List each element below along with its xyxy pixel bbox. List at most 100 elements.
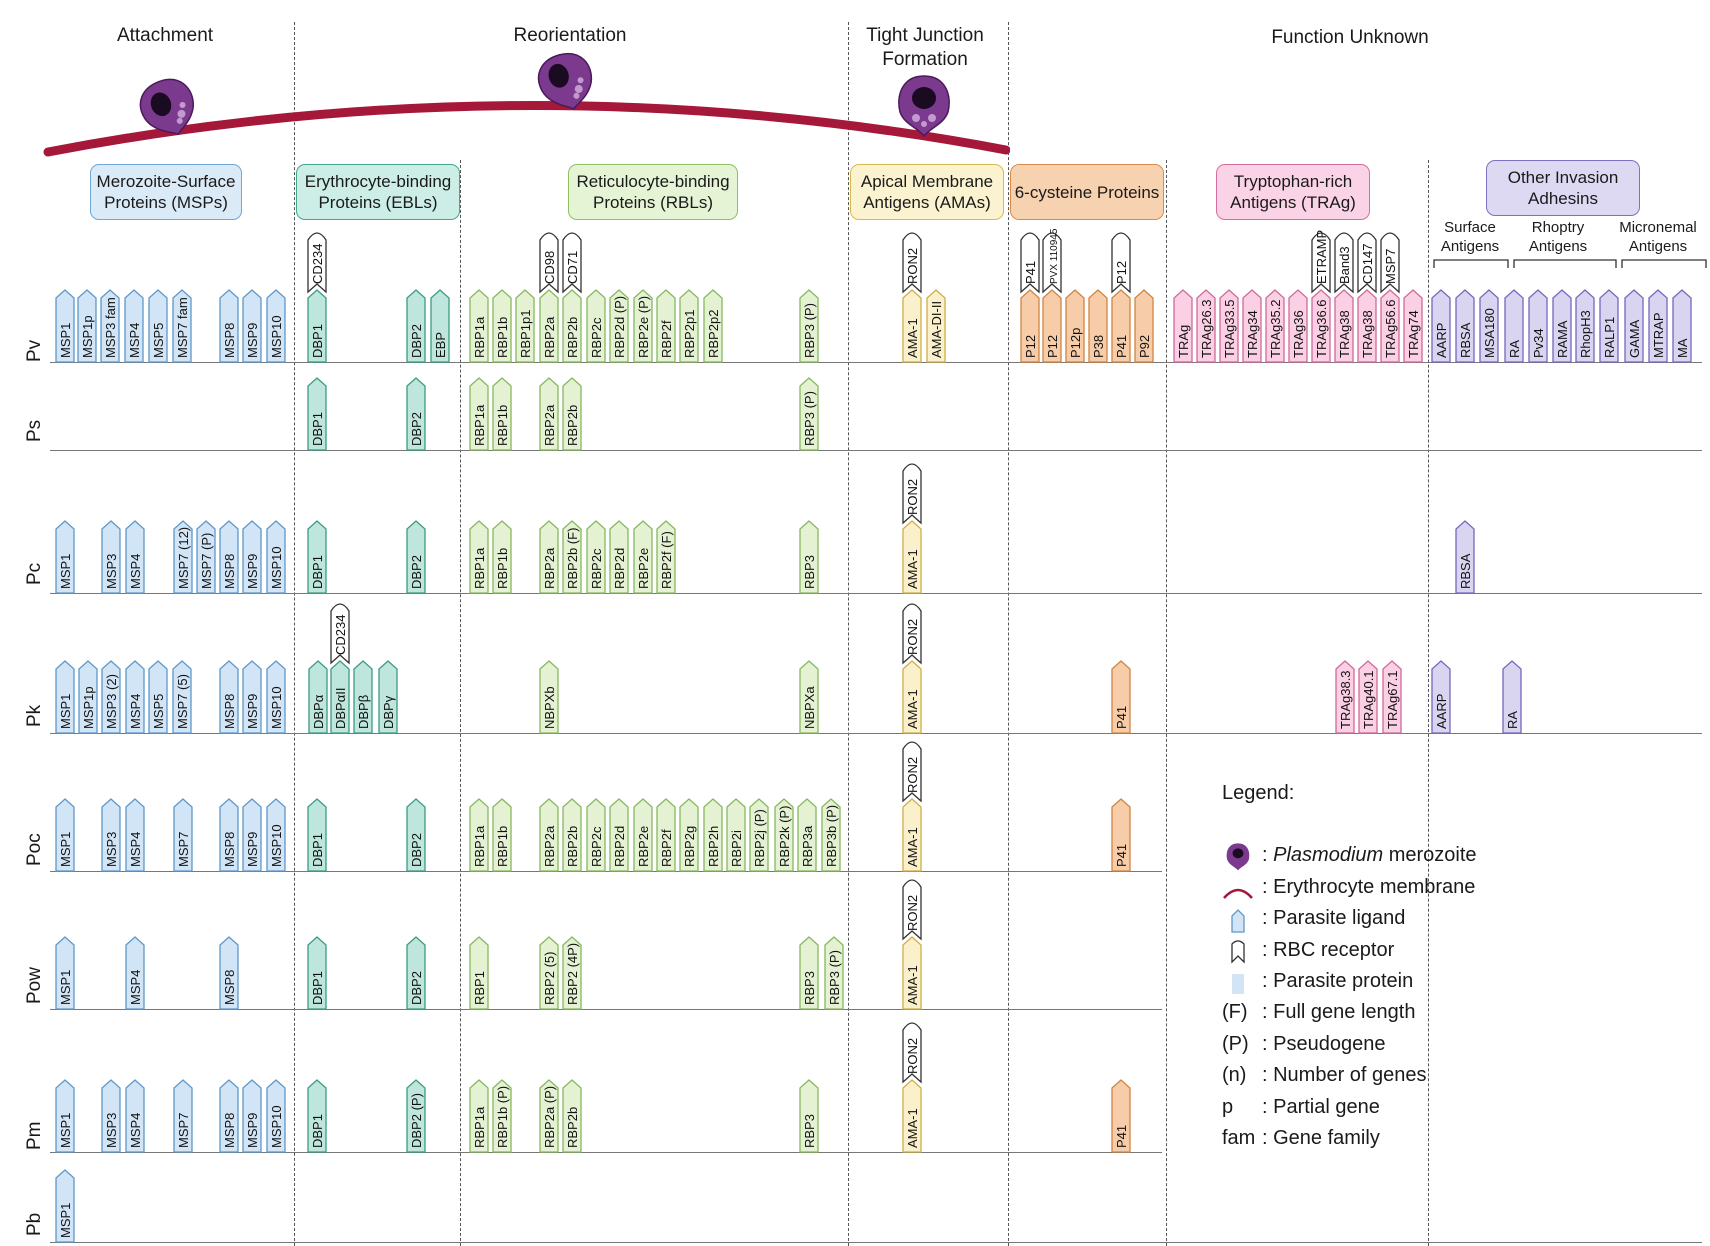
ligand-shape	[1134, 289, 1154, 363]
ligand-shape	[1382, 660, 1402, 734]
ligand-label: MSP5	[151, 323, 166, 358]
ligand-shape	[1431, 289, 1451, 363]
ligand-shape	[656, 289, 676, 363]
legend-item: : Partial gene	[1262, 1096, 1380, 1118]
legend-title: Legend:	[1222, 782, 1295, 804]
ligand-shape	[406, 798, 426, 872]
ligand-oth: RA	[1502, 660, 1522, 734]
ligand-ebl: DBP2	[406, 377, 426, 451]
ligand-label: RBP2e	[636, 826, 651, 867]
ligand-shape	[1288, 289, 1308, 363]
family-other: Other Invasion Adhesins	[1486, 160, 1640, 216]
ligand-shape	[703, 798, 723, 872]
ligand-label: MSP7	[176, 832, 191, 867]
ligand-label: AMA-1	[905, 549, 920, 589]
ligand-rbl: RBP2d	[609, 520, 629, 594]
ligand-rbl: RBP3	[799, 520, 819, 594]
ligand-label: TRAg	[1176, 325, 1191, 358]
legend-key: (n)	[1222, 1064, 1247, 1086]
ligand-label: RBP2b	[565, 1107, 580, 1148]
ligand-oth: RALP1	[1599, 289, 1619, 363]
ligand-rbl: NBPXb	[539, 660, 559, 734]
ligand-shape	[656, 798, 676, 872]
ligand-shape	[1111, 289, 1131, 363]
ligand-label: TRAg56.6	[1383, 299, 1398, 358]
ligand-shape	[586, 289, 606, 363]
ligand-msp: MSP9	[242, 1079, 262, 1153]
ligand-label: RBP1b	[495, 405, 510, 446]
ligand-shape	[406, 377, 426, 451]
ligand-msp: MSP1	[55, 798, 75, 872]
ligand-label: RBP2d	[612, 826, 627, 867]
ligand-rbl: RBP2a	[539, 377, 559, 451]
receptor-label: ETRAMP	[1314, 230, 1329, 284]
ligand-shape	[307, 377, 327, 451]
receptor-label: RON2	[905, 895, 920, 931]
ligand-label: RBP2h	[706, 826, 721, 867]
ligand-label: MSP10	[269, 546, 284, 589]
ligand-rbl: NBPXa	[799, 660, 819, 734]
ligand-oth: GAMA	[1624, 289, 1644, 363]
ligand-msp: MSP8	[219, 798, 239, 872]
ligand-shape	[242, 289, 262, 363]
ligand-label: RBP2j (P)	[752, 809, 767, 867]
ligand-shape	[749, 798, 769, 872]
ligand-rbl: RBP2f (F)	[656, 520, 676, 594]
ligand-shape	[172, 660, 192, 734]
ligand-shape	[926, 289, 946, 363]
ligand-rbl: RBP3 (P)	[799, 289, 819, 363]
ligand-msp: MSP1	[55, 520, 75, 594]
ligand-shape	[799, 1079, 819, 1153]
ligand-label: NBPXa	[802, 686, 817, 729]
ligand-rbl: RBP2p1	[679, 289, 699, 363]
ligand-label: DBP2	[409, 971, 424, 1005]
subgroup-brackets	[1433, 259, 1707, 268]
ligand-label: TRAg36	[1291, 310, 1306, 358]
ligand-shape	[492, 520, 512, 594]
ligand-label: MSP8	[222, 323, 237, 358]
merozoite-icon	[537, 52, 593, 111]
ligand-label: TRAg38.3	[1338, 670, 1353, 729]
ligand-shape	[125, 660, 145, 734]
ligand-rbl: RBP2b (F)	[562, 520, 582, 594]
ligand-cys: P92	[1134, 289, 1154, 363]
ligand-label: MSP4	[128, 694, 143, 729]
ligand-shape	[1242, 289, 1262, 363]
ligand-label: RBP2p2	[706, 310, 721, 358]
ligand-label: DBP1	[310, 324, 325, 358]
ligand-label: RBP3	[802, 1114, 817, 1148]
ligand-rbl: RBP1b	[492, 377, 512, 451]
ligand-rbl: RBP2e	[633, 520, 653, 594]
ligand-label: RBP1a	[472, 547, 487, 589]
ligand-msp: MSP9	[242, 289, 262, 363]
ligand-trag: TRAg38.3	[1335, 660, 1355, 734]
ligand-label: RA	[1507, 340, 1522, 358]
membrane-icon	[1223, 888, 1253, 899]
ligand-label: RBP3 (P)	[827, 950, 842, 1005]
ligand-shape	[125, 1079, 145, 1153]
ligand-shape	[1111, 660, 1131, 734]
receptor-label: RON2	[905, 619, 920, 655]
family-rbl: Reticulocyte-binding Proteins (RBLs)	[568, 164, 738, 220]
ligand-label: P12p	[1068, 328, 1083, 358]
ligand-label: P38	[1091, 335, 1106, 358]
ligand-shape	[821, 798, 841, 872]
ligand-label: P41	[1114, 844, 1129, 867]
ligand-ebl: DBP2 (P)	[406, 1079, 426, 1153]
ligand-ebl: DBP2	[406, 798, 426, 872]
legend-key: (P)	[1222, 1033, 1249, 1055]
receptor-label: RON2	[905, 1038, 920, 1074]
ligand-label: RBP2 (5)	[542, 952, 557, 1005]
ligand-label: MSP3	[104, 554, 119, 589]
row-baseline	[50, 871, 1162, 872]
ligand-label: MSP1	[58, 1203, 73, 1238]
ligand-label: TRAg33.5	[1222, 299, 1237, 358]
ligand-label: DBPγ	[381, 695, 396, 729]
ligand-shape	[586, 520, 606, 594]
ligand-shape	[1219, 289, 1239, 363]
ligand-label: MSP4	[128, 554, 143, 589]
ligand-shape	[492, 289, 512, 363]
